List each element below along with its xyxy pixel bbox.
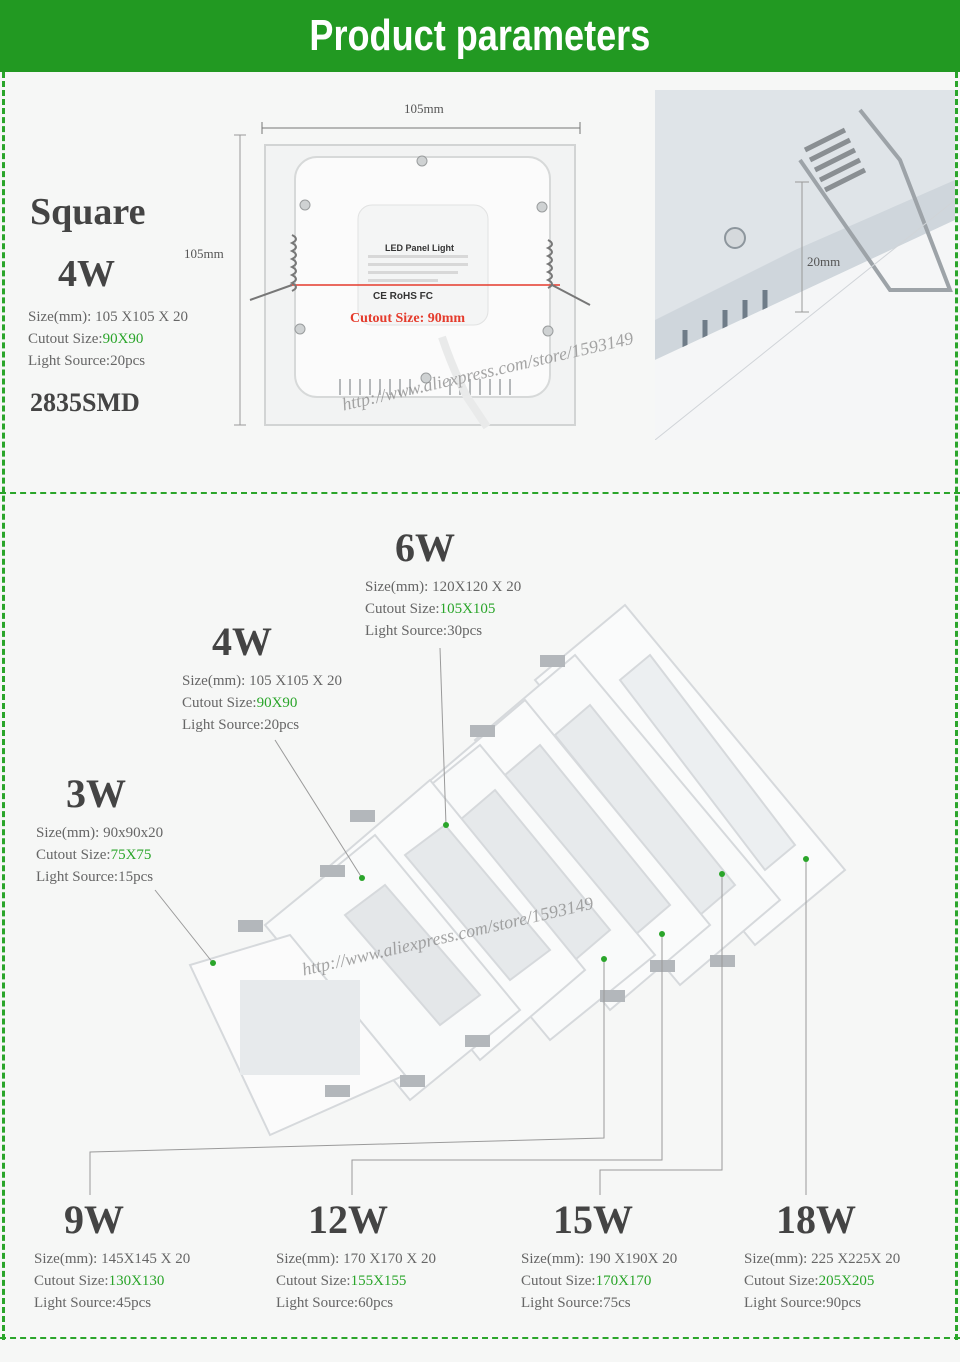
model-6w-title: 6W [395,525,455,570]
size-label: Size(mm): [182,673,246,689]
dimension-height: 105mm [184,246,224,261]
size-label: Size(mm): [28,309,92,325]
panels-lineup-image [188,603,847,1137]
cutout-value: 170X170 [595,1273,652,1289]
size-label: Size(mm): [365,579,429,595]
cutout-label: Cutout Size: [34,1273,109,1289]
model-9w-specs: Size(mm): 145X145 X 20 Cutout Size:130X1… [34,1248,190,1314]
dimension-width: 105mm [404,101,444,116]
header-banner: Product parameters [0,0,960,72]
model-15w-title: 15W [553,1197,633,1242]
marker-dot [719,871,725,877]
marker-dot [443,822,449,828]
light-value: 15pcs [118,869,154,885]
marker-dot [803,856,809,862]
spring-closeup-icon [803,127,867,193]
light-label: Light Source: [34,1295,117,1311]
light-label: Light Source: [28,353,111,369]
marker-dot [359,875,365,881]
section-divider [0,492,960,494]
panel-diagram [234,122,591,430]
cutout-value: 205X205 [818,1273,875,1289]
spring-right-icon [545,239,591,306]
page-title: Product parameters [309,11,651,60]
light-label: Light Source: [276,1295,359,1311]
light-label: Light Source: [36,869,119,885]
cutout-value: 90X90 [256,695,298,711]
cutout-label: Cutout Size: [36,847,111,863]
marker-dot [601,956,607,962]
light-value: 60pcs [358,1295,394,1311]
marker-dot [659,931,665,937]
size-label: Size(mm): [276,1251,340,1267]
spring-left-icon [249,234,297,301]
top-spec-list: Size(mm): 105 X105 X 20 Cutout Size:90X9… [28,306,188,372]
chip-type: 2835SMD [30,388,140,417]
model-9w-title: 9W [64,1197,124,1242]
size-label: Size(mm): [744,1251,808,1267]
light-value: 90pcs [826,1295,862,1311]
cutout-label: Cutout Size: [182,695,257,711]
cutout-label: Cutout Size: [521,1273,596,1289]
marker-dot [210,960,216,966]
light-value: 20pcs [110,353,146,369]
screw-closeup-icon [724,227,746,249]
light-label: Light Source: [744,1295,827,1311]
model-12w-title: 12W [308,1197,388,1242]
cutout-label: Cutout Size: [276,1273,351,1289]
light-label: Light Source: [365,623,448,639]
bottom-dashed-border [0,1337,960,1339]
model-15w-specs: Size(mm): 190 X190X 20 Cutout Size:170X1… [521,1248,677,1314]
panel-label-title: LED Panel Light [385,243,455,253]
top-watt-title: 4W [58,253,115,295]
size-value: 225 X225X 20 [811,1251,901,1267]
size-label: Size(mm): [36,825,100,841]
shape-title: Square [30,191,146,233]
light-label: Light Source: [182,717,265,733]
model-3w-title: 3W [66,771,126,816]
cutout-value: 75X75 [110,847,152,863]
size-label: Size(mm): [521,1251,585,1267]
size-value: 170 X170 X 20 [343,1251,436,1267]
dimension-depth: 20mm [807,254,841,269]
model-12w-specs: Size(mm): 170 X170 X 20 Cutout Size:155X… [276,1248,436,1314]
cutout-value: 90X90 [102,331,144,347]
power-cable [438,335,491,430]
light-label: Light Source: [521,1295,604,1311]
screw-icons [294,155,554,384]
size-label: Size(mm): [34,1251,98,1267]
size-value: 105 X105 X 20 [249,673,342,689]
model-3w-specs: Size(mm): 90x90x20 Cutout Size:75X75 Lig… [36,822,163,888]
model-18w-specs: Size(mm): 225 X225X 20 Cutout Size:205X2… [744,1248,900,1314]
size-value: 190 X190X 20 [588,1251,678,1267]
model-6w-specs: Size(mm): 120X120 X 20 Cutout Size:105X1… [365,576,521,642]
cutout-callout: Cutout Size: 90mm [350,311,466,326]
spring-closeup-photo [655,90,955,440]
right-dashed-border [955,72,958,1340]
size-value: 120X120 X 20 [432,579,522,595]
size-value: 145X145 X 20 [101,1251,191,1267]
model-4w-title: 4W [212,619,272,664]
left-dashed-border [2,72,5,1340]
cutout-label: Cutout Size: [744,1273,819,1289]
size-value: 90x90x20 [103,825,164,841]
cutout-value: 130X130 [108,1273,165,1289]
cutout-value: 105X105 [439,601,496,617]
model-18w-title: 18W [776,1197,856,1242]
size-value: 105 X105 X 20 [95,309,188,325]
cutout-value: 155X155 [350,1273,407,1289]
light-value: 30pcs [447,623,483,639]
light-value: 20pcs [264,717,300,733]
model-4w-specs: Size(mm): 105 X105 X 20 Cutout Size:90X9… [182,670,342,736]
panel-certification: CE RoHS FC [373,291,433,302]
cutout-label: Cutout Size: [28,331,103,347]
light-value: 45pcs [116,1295,152,1311]
cutout-label: Cutout Size: [365,601,440,617]
light-value: 75cs [603,1295,631,1311]
